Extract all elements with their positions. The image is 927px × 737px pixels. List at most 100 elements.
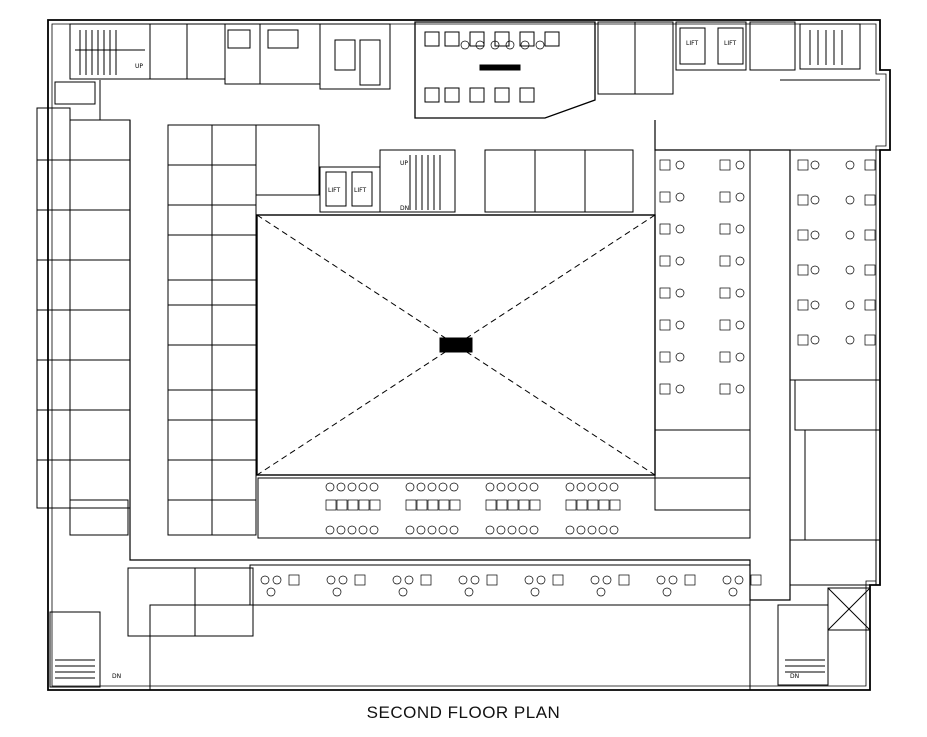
- round-table-symbol: [587, 525, 597, 535]
- round-table-symbol: [524, 575, 534, 585]
- round-table-symbol: [266, 587, 276, 597]
- round-table-symbol: [369, 525, 379, 535]
- round-table-symbol: [485, 482, 495, 492]
- stair-bottom-right: [777, 587, 871, 686]
- plan-title: SECOND FLOOR PLAN: [366, 703, 561, 722]
- round-table-symbol: [675, 256, 685, 266]
- dn-label-bottom-right: DN: [790, 673, 799, 680]
- table-symbol: [427, 499, 439, 511]
- table-symbol: [684, 574, 696, 586]
- up-label-top-left: UP: [135, 63, 143, 70]
- table-symbol: [420, 574, 432, 586]
- table-symbol: [719, 223, 731, 235]
- round-table-symbol: [845, 195, 855, 205]
- round-table-symbol: [496, 525, 506, 535]
- round-table-symbol: [332, 587, 342, 597]
- round-table-symbol: [845, 230, 855, 240]
- table-symbol: [485, 499, 497, 511]
- round-table-symbol: [598, 482, 608, 492]
- table-symbol: [797, 334, 809, 346]
- round-table-symbol: [576, 525, 586, 535]
- round-table-symbol: [529, 525, 539, 535]
- round-table-symbol: [662, 587, 672, 597]
- round-table-symbol: [438, 525, 448, 535]
- round-table-symbol: [735, 160, 745, 170]
- table-symbol: [719, 383, 731, 395]
- round-table-symbol: [416, 482, 426, 492]
- table-symbol: [587, 499, 599, 511]
- round-table-symbol: [325, 525, 335, 535]
- central-lift-block: [319, 149, 634, 213]
- round-table-symbol: [668, 575, 678, 585]
- table-symbol: [719, 351, 731, 363]
- round-table-symbol: [735, 352, 745, 362]
- round-table-symbol: [416, 525, 426, 535]
- outer-wall: [47, 19, 891, 691]
- round-table-symbol: [505, 40, 515, 50]
- round-table-symbol: [576, 482, 586, 492]
- lift-label-1: LIFT: [686, 40, 698, 47]
- round-table-symbol: [734, 575, 744, 585]
- table-symbol: [486, 574, 498, 586]
- round-table-symbol: [675, 320, 685, 330]
- round-table-symbol: [675, 288, 685, 298]
- table-symbol: [797, 229, 809, 241]
- round-table-symbol: [728, 587, 738, 597]
- lift-label-3: LIFT: [328, 187, 340, 194]
- table-symbol: [325, 499, 337, 511]
- table-symbol: [719, 319, 731, 331]
- round-table-symbol: [260, 575, 270, 585]
- table-symbol: [797, 194, 809, 206]
- round-table-symbol: [845, 335, 855, 345]
- round-table-symbol: [735, 224, 745, 234]
- table-symbol: [659, 319, 671, 331]
- round-table-symbol: [675, 352, 685, 362]
- round-table-symbol: [404, 575, 414, 585]
- round-table-symbol: [596, 587, 606, 597]
- corridor-inner-boundary: [99, 79, 880, 601]
- table-symbol: [864, 264, 876, 276]
- round-table-symbol: [338, 575, 348, 585]
- round-table-symbol: [507, 482, 517, 492]
- table-symbol: [354, 574, 366, 586]
- table-symbol: [288, 574, 300, 586]
- round-table-symbol: [675, 192, 685, 202]
- top-rooms: [149, 23, 391, 90]
- table-symbol: [659, 351, 671, 363]
- south-dining-area: [127, 477, 751, 691]
- table-symbol: [576, 499, 588, 511]
- round-table-symbol: [438, 482, 448, 492]
- round-table-symbol: [810, 160, 820, 170]
- table-symbol: [864, 194, 876, 206]
- table-symbol: [864, 159, 876, 171]
- round-table-symbol: [347, 525, 357, 535]
- round-table-symbol: [565, 525, 575, 535]
- table-symbol: [438, 499, 450, 511]
- round-table-symbol: [845, 300, 855, 310]
- round-table-symbol: [735, 256, 745, 266]
- round-table-symbol: [810, 195, 820, 205]
- central-courtyard: [256, 214, 656, 476]
- round-table-symbol: [475, 40, 485, 50]
- round-table-symbol: [336, 525, 346, 535]
- top-right-services: [597, 21, 861, 95]
- round-table-symbol: [735, 288, 745, 298]
- round-table-symbol: [845, 265, 855, 275]
- table-symbol: [598, 499, 610, 511]
- stair-top-left: [69, 23, 151, 80]
- round-table-symbol: [602, 575, 612, 585]
- round-table-symbol: [675, 224, 685, 234]
- round-table-symbol: [347, 482, 357, 492]
- table-symbol: [797, 159, 809, 171]
- round-table-symbol: [490, 40, 500, 50]
- table-symbol: [552, 574, 564, 586]
- round-table-symbol: [530, 587, 540, 597]
- round-table-symbol: [496, 482, 506, 492]
- table-symbol: [797, 299, 809, 311]
- table-symbol: [518, 499, 530, 511]
- round-table-symbol: [735, 384, 745, 394]
- round-table-symbol: [675, 160, 685, 170]
- round-table-symbol: [590, 575, 600, 585]
- round-table-symbol: [427, 482, 437, 492]
